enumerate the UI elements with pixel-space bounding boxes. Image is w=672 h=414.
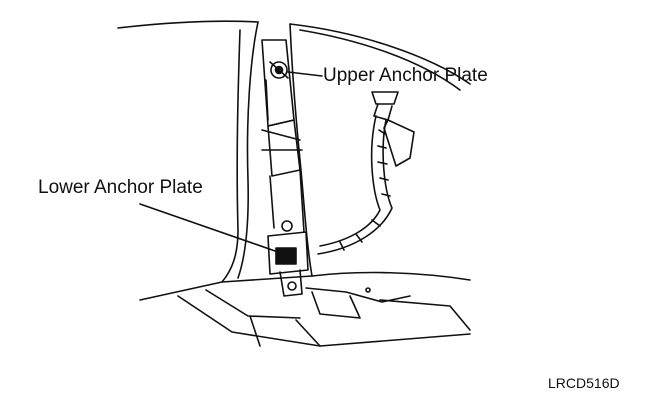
upper-anchor-plate	[270, 62, 288, 78]
callout-lower-anchor-plate: Lower Anchor Plate	[38, 177, 203, 198]
lower-anchor-plate	[268, 221, 308, 296]
figure-code: LRCD516D	[548, 375, 620, 391]
roof-outline	[118, 21, 470, 90]
leader-lower-anchor	[140, 204, 278, 252]
leader-upper-anchor	[288, 72, 322, 76]
callout-upper-anchor-plate: Upper Anchor Plate	[323, 65, 488, 86]
shoulder-belt-guide	[372, 92, 414, 166]
floor-panel	[140, 273, 470, 346]
shoulder-belt-webbing	[318, 116, 392, 254]
b-pillar	[222, 22, 312, 282]
